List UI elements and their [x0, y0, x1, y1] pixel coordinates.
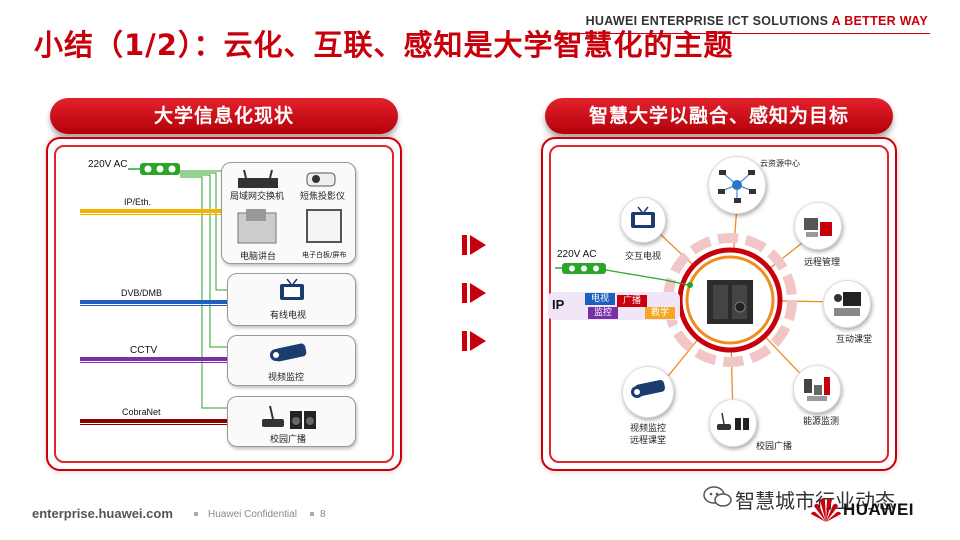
tagline-main: HUAWEI ENTERPRISE ICT SOLUTIONS	[585, 14, 829, 28]
label-video-monitor: 视频监控	[630, 424, 667, 434]
campus-broadcast-box: 校园广播	[227, 396, 356, 447]
label-cable-tv: 有线电视	[270, 311, 307, 321]
switch-icon	[238, 169, 278, 188]
cable-tv-box: 有线电视	[227, 273, 356, 326]
arrow-right-icon	[470, 331, 486, 351]
right-panel-heading: 智慧大学以融合、感知为目标	[545, 98, 893, 134]
tagline-accent: A BETTER WAY	[831, 14, 928, 28]
cloud-network-icon	[718, 170, 756, 203]
wechat-icon	[703, 486, 732, 507]
right-label-ip: IP	[552, 297, 565, 312]
projector-icon	[306, 172, 336, 187]
label-interactive-classroom: 互动课堂	[836, 335, 873, 345]
page-number: 8	[320, 509, 326, 520]
video-surveillance-box: 视频监控	[227, 335, 356, 386]
label-cctv: CCTV	[130, 345, 158, 356]
header-tagline: HUAWEI ENTERPRISE ICT SOLUTIONS A BETTER…	[586, 14, 928, 28]
footer-separator	[310, 512, 314, 516]
ip-tag-broadcast: 广播	[617, 295, 647, 307]
footer-separator	[194, 512, 198, 516]
label-220v-ac: 220V AC	[88, 159, 128, 170]
camera-icon	[631, 379, 665, 398]
label-podium: 电脑讲台	[240, 252, 277, 262]
watermark-text: 智慧城市行业动态	[735, 489, 895, 513]
microphone-speaker-icon	[717, 412, 749, 430]
label-campus-broadcast-right: 校园广播	[756, 442, 793, 452]
energy-monitor-node	[793, 365, 841, 413]
ip-tag-tv: 电视	[585, 293, 615, 305]
whiteboard-icon	[306, 209, 342, 243]
arrow-right-icon	[470, 235, 486, 255]
label-video-surveillance: 视频监控	[268, 373, 305, 383]
remote-management-node	[794, 202, 842, 250]
ip-tag-monitor: 监控	[588, 307, 618, 319]
label-ip-eth: IP/Eth.	[124, 197, 152, 207]
podium-icon	[237, 209, 277, 244]
label-dvb-dmb: DVB/DMB	[121, 288, 163, 298]
label-campus-broadcast: 校园广播	[270, 435, 307, 445]
tv-icon	[280, 278, 304, 300]
interactive-classroom-node	[823, 280, 871, 328]
header-rule	[560, 33, 930, 34]
energy-meter-icon	[804, 377, 830, 401]
video-classroom-node	[622, 366, 674, 418]
camera-icon	[270, 343, 307, 362]
label-cloud-center: 云资源中心	[760, 159, 800, 168]
remote-management-icon	[804, 218, 832, 237]
footer-site-link[interactable]: enterprise.huawei.com	[32, 506, 173, 521]
classroom-icon	[834, 292, 861, 316]
label-whiteboard: 电子白板/屏布	[302, 251, 347, 259]
huawei-logo-icon	[811, 498, 841, 522]
cloud-node	[708, 156, 766, 214]
hub-cabinet-icon	[707, 280, 753, 324]
microphone-speaker-icon	[262, 405, 316, 429]
label-interactive-tv: 交互电视	[625, 252, 662, 262]
label-lan-switch: 局域网交换机	[230, 192, 285, 202]
classroom-devices-box: 局域网交换机 短焦投影仪 电脑讲台 电子白板/屏布	[221, 162, 356, 264]
label-remote-classroom: 远程课堂	[630, 436, 667, 446]
label-energy-monitor: 能源监测	[803, 417, 840, 427]
ip-tag-teaching: 教学	[645, 307, 675, 319]
interactive-tv-node	[620, 197, 666, 243]
tv-icon	[631, 206, 655, 228]
label-projector: 短焦投影仪	[300, 192, 346, 202]
label-remote-management: 远程管理	[804, 258, 841, 268]
footer-confidential: Huawei Confidential	[208, 509, 297, 520]
arrow-right-icon	[470, 283, 486, 303]
campus-broadcast-node	[709, 399, 757, 447]
brand-name: HUAWEI	[843, 500, 914, 519]
right-label-220v-ac: 220V AC	[557, 249, 597, 260]
page-title: 小结（1/2）：云化、互联、感知是大学智慧化的主题	[34, 28, 734, 62]
left-panel-heading: 大学信息化现状	[50, 98, 398, 134]
label-cobranet: CobraNet	[122, 407, 161, 417]
